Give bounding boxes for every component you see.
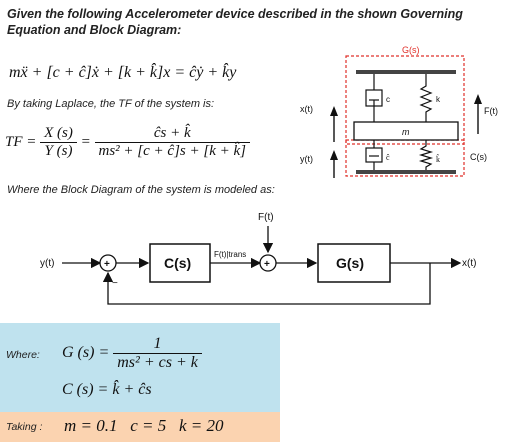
- c-equation: C (s) = k̂ + ĉs: [62, 381, 152, 398]
- spring-k-hat: [418, 140, 434, 170]
- g-numerator: 1: [113, 335, 202, 354]
- g-fraction: 1 ms² + cs + k: [113, 335, 202, 372]
- sum2-sign: +: [264, 259, 270, 270]
- input-label: y(t): [40, 258, 54, 269]
- gs-dashed-box: [345, 55, 465, 145]
- taking-panel: Taking : m = 0.1 c = 5 k = 20: [0, 412, 280, 442]
- cs-label: C(s): [470, 152, 487, 162]
- gs-label: G(s): [402, 45, 420, 55]
- k-hat-label: k̂: [436, 153, 440, 164]
- damper-c: [365, 74, 383, 122]
- tf-left-denominator: Y (s): [44, 143, 73, 159]
- where-label: Where:: [6, 349, 40, 361]
- transfer-function: TF = X (s) Y (s) = ĉs + k̂ ms² + [c + ĉ]…: [5, 125, 250, 160]
- top-plate: [356, 70, 456, 74]
- output-label: x(t): [462, 258, 476, 269]
- f-label: F(t): [484, 106, 498, 116]
- tf-right-numerator: ĉs + k̂: [94, 125, 250, 143]
- feedback-path: [102, 263, 431, 305]
- ft-trans-label: F(t)|trans: [214, 250, 246, 259]
- damper-c-hat: [365, 140, 383, 170]
- c-block-label: C(s): [164, 255, 191, 271]
- tf-equals: =: [80, 133, 91, 150]
- accelerometer-diagram: G(s) C(s) m c k ĉ k̂ x(t) y(t) F(t): [300, 45, 498, 178]
- spring-k: [419, 74, 433, 122]
- k-label: k: [436, 95, 441, 104]
- y-label: y(t): [300, 154, 313, 164]
- block-diagram: y(t) + C(s) F(t)|trans F(t) + G(s) x(t) …: [40, 212, 476, 305]
- ft-top-label: F(t): [258, 212, 274, 223]
- y-arrow-head: [330, 150, 338, 160]
- tf-left-numerator: X (s): [40, 125, 77, 143]
- governing-equation: mẍ + [c + ĉ]ẋ + [k + k̂]x = ĉẏ + k̂y: [9, 64, 237, 81]
- g-denominator: ms² + cs + k: [117, 354, 198, 371]
- g-equation: G (s) = 1 ms² + cs + k: [62, 335, 202, 372]
- intro-line-1: Given the following Accelerometer device…: [7, 7, 463, 21]
- cs-dashed-box: [345, 139, 465, 177]
- c-label: c: [386, 95, 390, 104]
- taking-values: m = 0.1 c = 5 k = 20: [64, 416, 224, 435]
- g-lhs: G (s) =: [62, 344, 110, 362]
- tf-label: TF =: [5, 133, 37, 150]
- f-arrow-head: [474, 94, 482, 104]
- taking-label: Taking :: [6, 421, 43, 433]
- c-hat-label: ĉ: [386, 153, 390, 162]
- sum1-sign: +: [104, 259, 110, 270]
- intro-text: Given the following Accelerometer device…: [7, 6, 507, 38]
- tf-right-fraction: ĉs + k̂ ms² + [c + ĉ]s + [k + k̂]: [94, 125, 250, 160]
- x-arrow-head: [330, 106, 338, 116]
- block-diagram-note: Where the Block Diagram of the system is…: [7, 184, 275, 196]
- bottom-plate: [356, 170, 456, 174]
- where-panel: Where: G (s) = 1 ms² + cs + k C (s) = k̂…: [0, 323, 280, 413]
- feedback-sign: −: [112, 278, 118, 289]
- mass-block: [353, 121, 459, 141]
- g-block-label: G(s): [336, 255, 364, 271]
- tf-right-denominator: ms² + [c + ĉ]s + [k + k̂]: [98, 143, 246, 159]
- laplace-note: By taking Laplace, the TF of the system …: [7, 98, 215, 110]
- mass-label: m: [402, 127, 410, 137]
- intro-line-2: Equation and Block Diagram:: [7, 23, 182, 37]
- tf-left-fraction: X (s) Y (s): [40, 125, 77, 160]
- x-label: x(t): [300, 104, 313, 114]
